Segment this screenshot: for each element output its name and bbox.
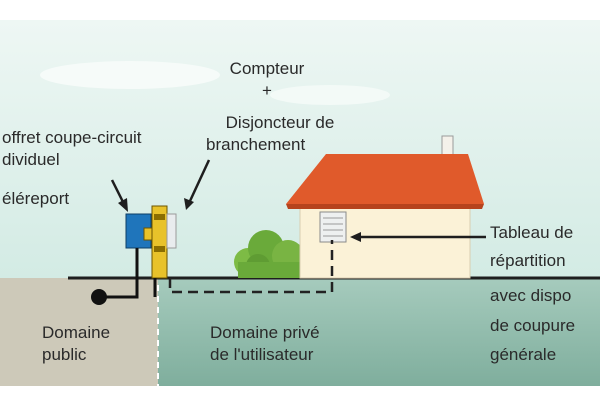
label-disjoncteur-1: Disjoncteur de — [225, 113, 335, 132]
cloud — [40, 61, 220, 89]
label-coffret-2: dividuel — [2, 150, 60, 169]
meter-grey-panel — [166, 213, 177, 249]
pointer-arrows — [110, 159, 486, 242]
label-telereport: éléreport — [2, 189, 70, 208]
label-tableau-2: répartition — [490, 251, 566, 270]
label-domaine-public-2: public — [42, 345, 87, 364]
label-tableau-4: de coupure — [490, 316, 576, 335]
cabling — [91, 240, 334, 305]
label-plus: + — [262, 81, 272, 100]
house-roof — [286, 154, 484, 204]
label-domaine-public-1: Domaine — [42, 323, 111, 342]
telereport-box — [143, 227, 153, 241]
label-tableau-5: générale — [490, 345, 557, 364]
bush — [234, 230, 304, 278]
distribution-panel — [319, 211, 347, 243]
label-disjoncteur-2: branchement — [206, 135, 306, 154]
private-ground — [158, 278, 600, 386]
label-compteur: Compteur — [229, 59, 305, 78]
house — [286, 135, 484, 279]
cloud — [270, 85, 390, 105]
label-tableau-1: Tableau de — [490, 223, 574, 242]
label-domaine-prive-1: Domaine privé — [210, 323, 320, 342]
label-tableau-3: avec dispo — [490, 286, 572, 305]
meter-post — [151, 205, 177, 279]
label-domaine-prive-2: de l'utilisateur — [210, 345, 314, 364]
label-coffret-1: offret coupe-circuit — [2, 128, 142, 147]
